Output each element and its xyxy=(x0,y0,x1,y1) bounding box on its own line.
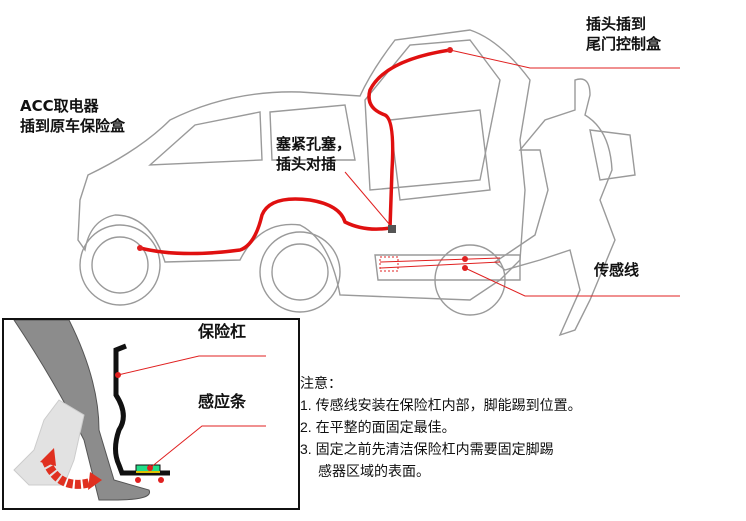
note-item: 3. 固定之前先清洁保险杠内需要固定脚踢 xyxy=(300,441,554,457)
notes-title: 注意： xyxy=(300,375,342,391)
acc-label: ACC取电器 插到原车保险盒 xyxy=(20,96,125,136)
tail-label-line1: 插头插到 xyxy=(586,15,647,33)
notes-panel: 注意： 1. 传感线安装在保险杠内部，脚能踢到位置。 2. 在平整的面固定最佳。… xyxy=(300,372,582,482)
bumper-profile xyxy=(113,343,170,476)
bumper-label: 保险杠 xyxy=(198,322,247,341)
acc-label-line2: 插到原车保险盒 xyxy=(20,117,126,135)
sensor-line-label: 传感线 xyxy=(594,261,640,279)
person-outline xyxy=(493,78,616,337)
leader-sensor-line xyxy=(464,267,680,297)
bumper-detail-inset: 保险杠 感应条 xyxy=(2,318,300,510)
leader-tail xyxy=(449,49,680,69)
plug-label-line1: 塞紧孔塞， xyxy=(276,135,352,153)
acc-label-line1: ACC取电器 xyxy=(20,97,99,115)
plug-label-line2: 插头对插 xyxy=(276,155,337,173)
car-outline xyxy=(77,29,531,301)
note-item: 2. 在平整的面固定最佳。 xyxy=(300,419,456,435)
plug-label: 塞紧孔塞， 插头对插 xyxy=(276,134,351,174)
tail-label-line2: 尾门控制盒 xyxy=(586,35,662,53)
bumper-detail-drawing xyxy=(13,319,266,501)
leader-plug xyxy=(344,171,391,226)
tail-label: 插头插到 尾门控制盒 xyxy=(586,14,661,54)
kick-arrow-icon xyxy=(41,458,94,489)
wire-harness xyxy=(138,48,452,256)
leg-icon xyxy=(13,319,151,501)
note-item-continued: 感器区域的表面。 xyxy=(318,463,430,479)
note-item: 1. 传感线安装在保险杠内部，脚能踢到位置。 xyxy=(300,397,582,413)
sensor-strip-label: 感应条 xyxy=(198,392,247,411)
